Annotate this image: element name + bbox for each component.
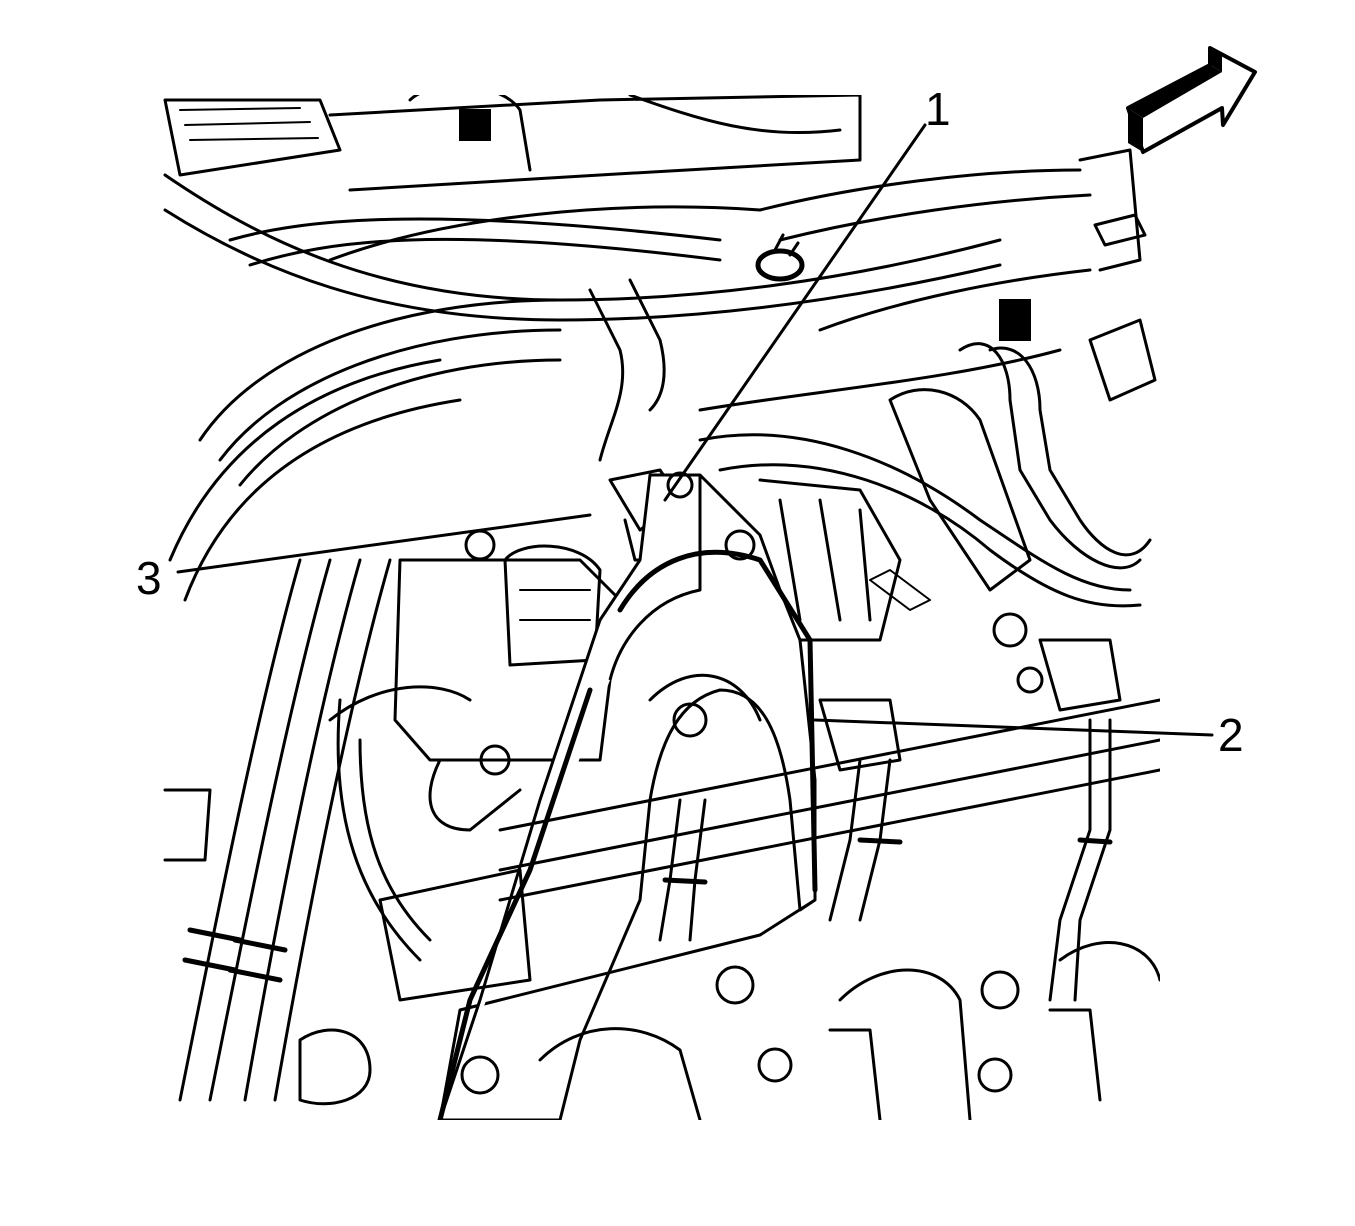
callout-label-1: 1 [925, 83, 951, 135]
engine-components [163, 95, 1160, 1120]
front-direction-arrow-icon [1126, 46, 1257, 154]
leader-line-1 [663, 123, 927, 502]
leader-line-2 [813, 718, 1214, 737]
callout-label-2: 2 [1218, 709, 1244, 761]
leader-line-3 [176, 513, 592, 574]
callout-leaders [176, 123, 1214, 737]
callout-label-3: 3 [136, 552, 162, 604]
